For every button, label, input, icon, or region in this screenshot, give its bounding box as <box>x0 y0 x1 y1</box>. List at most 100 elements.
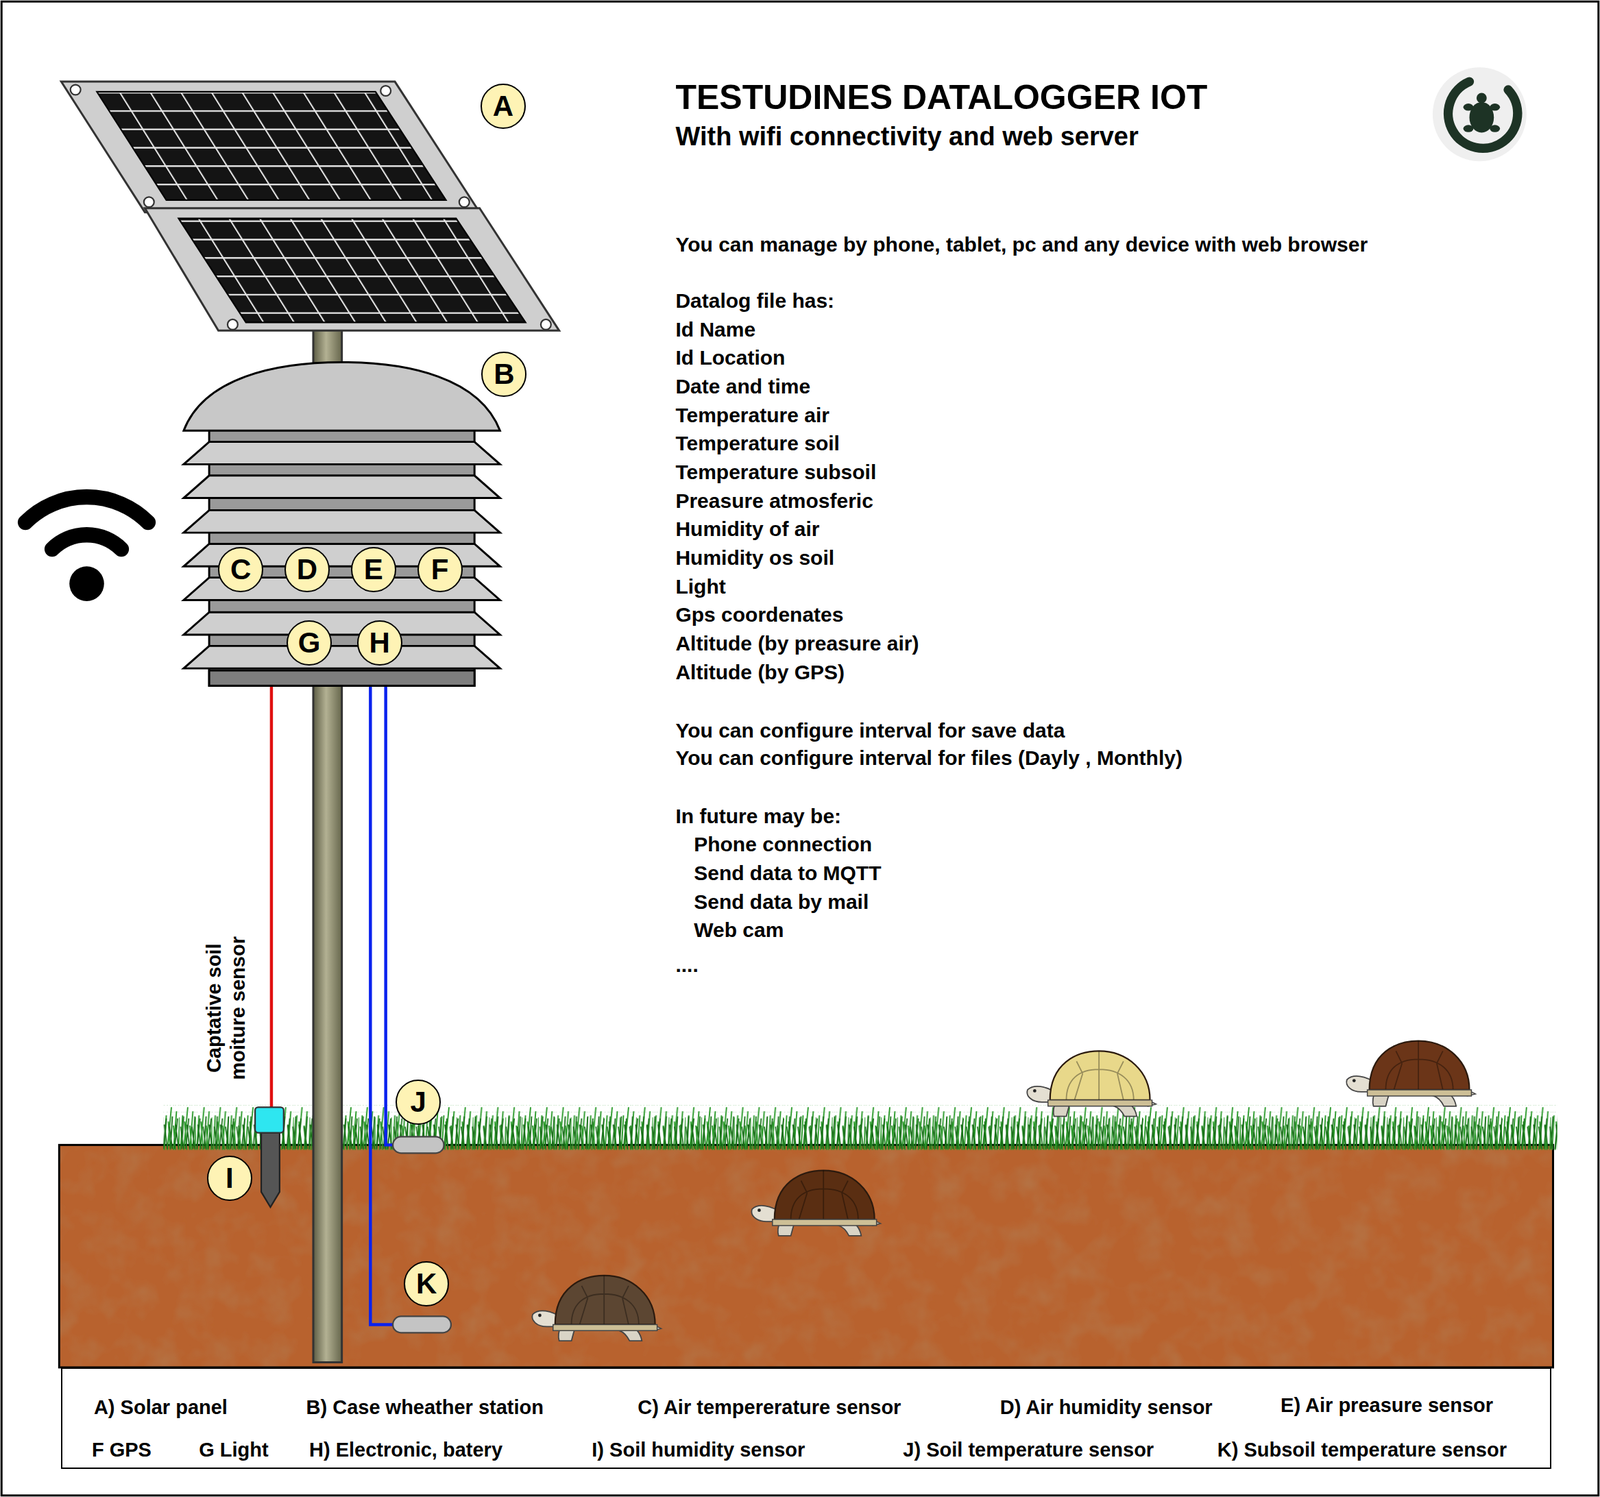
note-wrap: Temperature soil <box>675 431 840 456</box>
callout-letter: D <box>296 555 318 585</box>
soil-ground-part <box>58 1144 1553 1368</box>
note-wrap: Id Name <box>675 318 756 343</box>
note-wrap: Altitude (by GPS) <box>675 660 845 685</box>
callout-letter: H <box>369 628 391 658</box>
turtle-logo-part-part <box>1489 103 1500 111</box>
note-wrap: Light <box>675 575 726 600</box>
diagram-title: TESTUDINES DATALOGGER IOT <box>675 78 1208 117</box>
note-line: .... <box>675 953 698 977</box>
note-line: You can manage by phone, tablet, pc and … <box>675 233 1368 256</box>
note-wrap: Phone connection <box>693 832 872 857</box>
note-line: Send data to MQTT <box>693 861 881 885</box>
callout-letter: C <box>230 555 251 585</box>
callout-letter: A <box>492 91 514 121</box>
part-key: A) Solar panel <box>93 1396 228 1420</box>
soil-ground-part <box>58 1144 1553 1368</box>
note-wrap: Id Location <box>675 346 785 371</box>
solar-panel-part-part <box>380 85 391 96</box>
callout-letter: F <box>431 555 450 585</box>
note-line: Temperature subsoil <box>675 460 877 484</box>
turtle-logo-part-part <box>1463 124 1474 132</box>
part-key: G Light <box>198 1438 269 1462</box>
solar-panel-part-part <box>143 196 155 208</box>
callout-letter: J <box>410 1087 427 1117</box>
soil-ground <box>58 1144 1553 1368</box>
solar-panel-part-part <box>70 85 81 96</box>
note-wrap: Temperature subsoil <box>675 460 877 485</box>
note-wrap: In future may be: <box>675 804 842 829</box>
legend-box: A) Solar panelB) Case wheather stationC)… <box>61 1367 1551 1470</box>
turtle-logo-part <box>1448 81 1518 149</box>
callout-circle: D <box>284 547 330 593</box>
callout-circle: K <box>403 1261 450 1307</box>
callout-circle: H <box>357 620 403 666</box>
turtle-logo-part-part <box>1463 103 1474 111</box>
note-line: Temperature air <box>675 403 830 427</box>
callout-circle: B <box>481 351 527 397</box>
wifi-icon-part <box>69 566 105 602</box>
turtles-part <box>531 1275 661 1341</box>
turtle-logo-part-part <box>1489 124 1500 132</box>
sensor-wires-part <box>385 685 395 1145</box>
note-line: Humidity os soil <box>675 546 835 569</box>
soil-moisture-probe-part <box>261 1133 280 1208</box>
turtles-part <box>751 1170 881 1236</box>
callout-letter: K <box>416 1269 437 1299</box>
note-line: You can configure interval for files (Da… <box>675 746 1183 770</box>
wifi-icon-part <box>25 497 149 523</box>
note-line: Light <box>675 575 726 598</box>
sensor-wires <box>271 685 395 1325</box>
part-key: D) Air humidity sensor <box>1000 1396 1213 1420</box>
note-line: Preasure atmosferic <box>675 489 874 513</box>
note-wrap: Datalog file has: <box>675 289 835 314</box>
note-line: You can configure interval for save data <box>675 719 1065 742</box>
turtles-part <box>1026 1050 1156 1117</box>
note-wrap: Send data to MQTT <box>693 861 881 886</box>
callout-letter: E <box>364 555 384 585</box>
part-key: J) Soil temperature sensor <box>902 1438 1154 1462</box>
solar-panel-part-part <box>540 319 552 330</box>
note-wrap: Send data by mail <box>693 890 869 915</box>
callout-circle: I <box>207 1155 253 1202</box>
callout-circle: C <box>217 547 264 593</box>
solar-panel-part <box>144 208 559 332</box>
note-wrap: Altitude (by preasure air) <box>675 632 919 657</box>
turtle-logo-part <box>1432 67 1527 162</box>
turtles-part <box>1346 1041 1476 1107</box>
turtle-logo <box>1432 67 1527 162</box>
callout-letter: G <box>298 628 321 658</box>
note-line: Date and time <box>675 374 811 398</box>
note-wrap: Date and time <box>675 374 811 399</box>
note-line: Gps coordenates <box>675 603 844 626</box>
note-line: Altitude (by GPS) <box>675 660 845 684</box>
note-line: In future may be: <box>675 804 842 828</box>
sensor-wires-part <box>370 685 394 1325</box>
weather-case-part <box>183 612 500 635</box>
note-line: Datalog file has: <box>675 289 835 312</box>
note-wrap: Preasure atmosferic <box>675 489 874 514</box>
solar-panel-part <box>178 218 526 323</box>
turtles <box>531 1041 1476 1342</box>
solar-panel-part <box>96 91 446 201</box>
title-wrap: TESTUDINES DATALOGGER IOT <box>675 78 1208 118</box>
part-key: F GPS <box>91 1438 152 1462</box>
grass-strip <box>163 1105 1557 1151</box>
solar-panel-part-part <box>459 196 470 208</box>
weather-case-part <box>183 475 500 499</box>
part-key: I) Soil humidity sensor <box>591 1438 805 1462</box>
note-wrap: Web cam <box>693 918 784 943</box>
solar-panel <box>61 81 559 331</box>
soil-ground-part <box>58 1144 1553 1368</box>
note-line: Id Name <box>675 318 756 341</box>
wifi-icon-part <box>52 534 122 550</box>
subtitle-wrap: With wifi connectivity and web server <box>675 122 1138 153</box>
callout-circle: J <box>395 1079 441 1125</box>
solar-panel-part <box>70 85 552 330</box>
note-wrap: Humidity os soil <box>675 546 835 571</box>
solar-panel-part-part <box>227 319 238 330</box>
soil-temperature-probe <box>392 1136 444 1154</box>
note-wrap: Humidity of air <box>675 517 820 542</box>
note-wrap: You can configure interval for save data <box>675 719 1065 744</box>
soil-moisture-probe <box>255 1107 284 1208</box>
